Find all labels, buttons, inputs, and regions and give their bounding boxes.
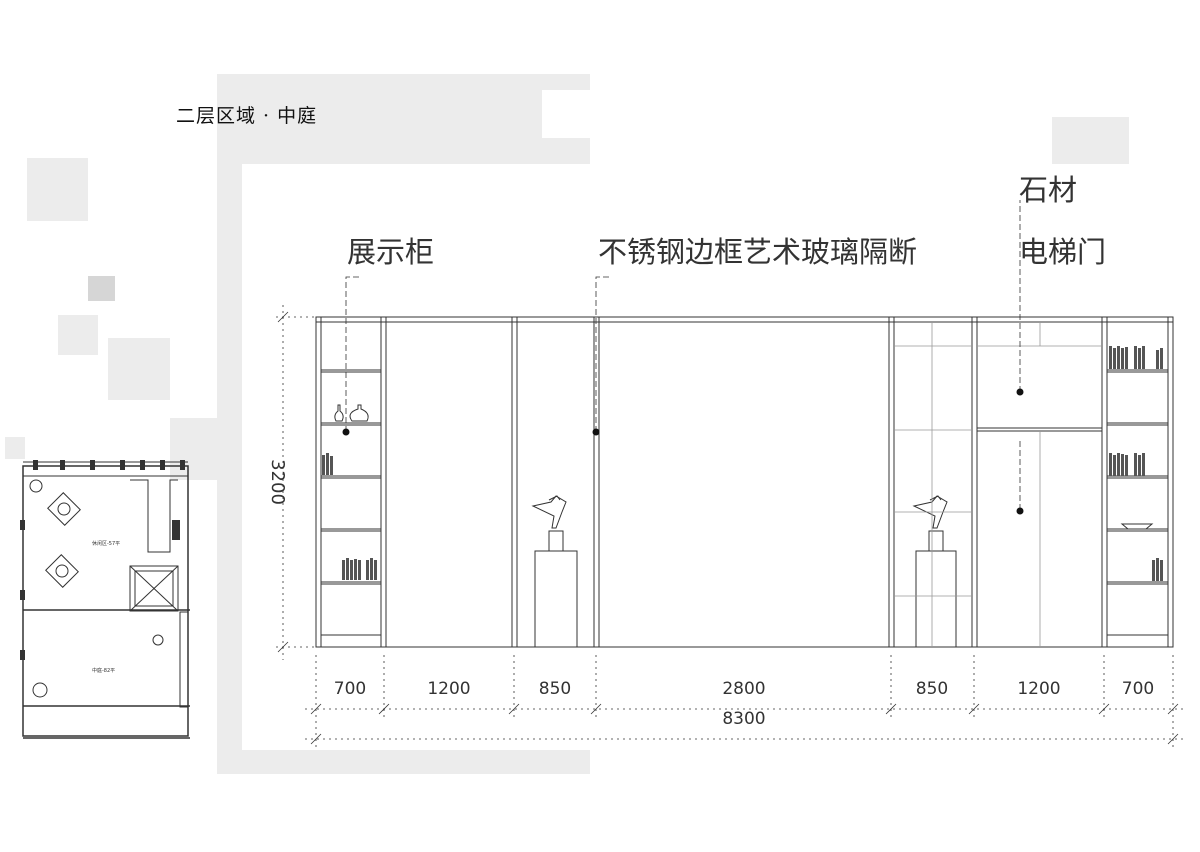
page-title: 二层区域 · 中庭 — [176, 105, 318, 127]
left-cabinet-shelves — [321, 369, 381, 636]
dim-height: 3200 — [267, 459, 288, 505]
plan-room-label-1: 休闲区-57平 — [92, 540, 120, 547]
background-panels — [5, 74, 1129, 774]
floor-plan: 休闲区-57平 中庭-82平 — [20, 460, 190, 739]
sculpture-right-icon — [912, 495, 957, 648]
label-glass-partition: 不锈钢边框艺术玻璃隔断 — [598, 235, 917, 269]
plan-room-label-2: 中庭-82平 — [92, 667, 115, 674]
dim-total: 8300 — [722, 709, 765, 729]
dim-segment-3: 850 — [539, 679, 571, 699]
label-display-cabinet: 展示柜 — [347, 235, 434, 269]
vase-icon — [334, 404, 369, 422]
dim-segment-2: 1200 — [427, 679, 470, 699]
dimension-segment-labels: 700 1200 850 2800 850 1200 700 — [334, 679, 1154, 699]
books-icon — [322, 453, 377, 580]
elevation — [315, 316, 1174, 648]
table-cluster-1 — [47, 492, 81, 526]
dim-segment-1: 700 — [334, 679, 366, 699]
dim-segment-5: 850 — [916, 679, 948, 699]
leaders — [345, 200, 1021, 510]
dim-segment-7: 700 — [1122, 679, 1154, 699]
books-icon — [1109, 346, 1163, 581]
dimension-lines — [276, 305, 1185, 748]
dim-segment-6: 1200 — [1017, 679, 1060, 699]
table-cluster-2 — [45, 554, 79, 588]
glass-grid — [894, 322, 972, 647]
dim-segment-4: 2800 — [722, 679, 765, 699]
sculpture-left-icon — [531, 495, 578, 648]
label-elevator-door: 电梯门 — [1019, 235, 1106, 269]
right-cabinet-shelves — [1107, 369, 1168, 636]
leader-dots — [342, 388, 1024, 515]
elevator-zone — [977, 322, 1102, 647]
label-stone: 石材 — [1019, 173, 1077, 207]
columns — [320, 317, 1169, 647]
